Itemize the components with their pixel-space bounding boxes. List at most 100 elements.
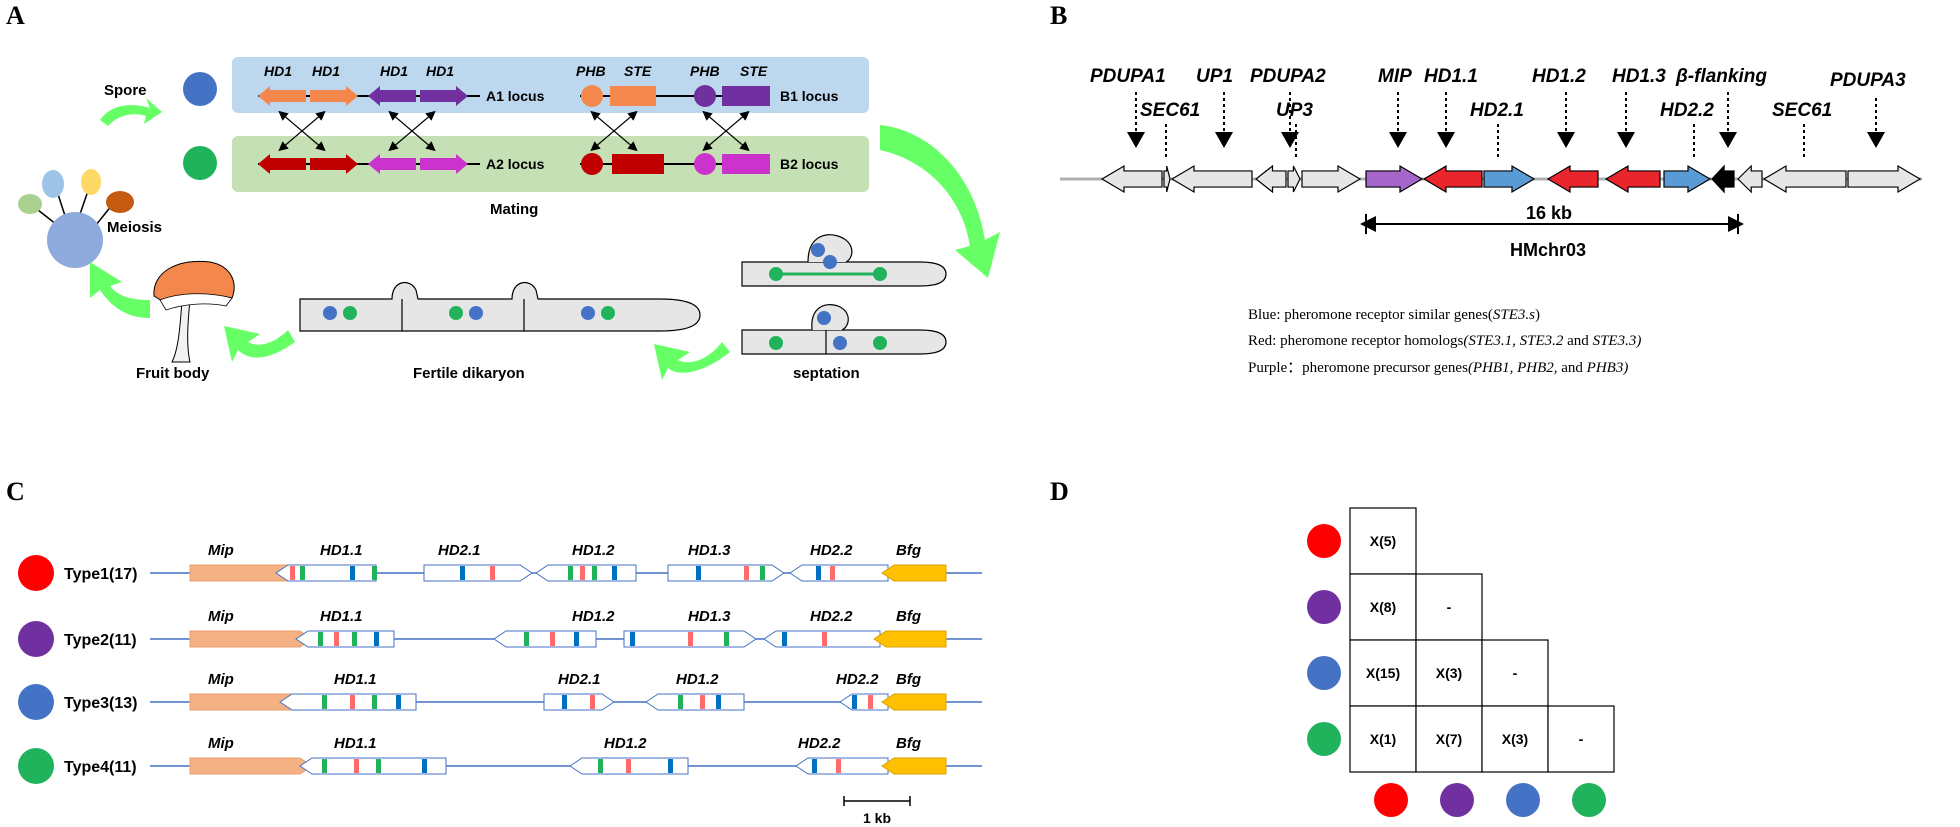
mating-to-septation-arrow (880, 125, 1000, 278)
gene-label-hd1-3: HD1.3 (1612, 66, 1666, 87)
type-label: Type2(11) (64, 632, 137, 649)
panel-label-d: D (1050, 477, 1069, 506)
spore-arrow (100, 98, 162, 126)
domain-stripe (374, 632, 379, 646)
gene-label: HD2.1 (558, 671, 601, 688)
domain-stripe (760, 566, 765, 580)
panel-d-compatibility-grid: X(5)X(8)-X(15)X(3)-X(1)X(7)X(3)- (1307, 507, 1615, 817)
gene-hd2-1 (1483, 164, 1536, 194)
gene-bfg (881, 564, 947, 582)
phb-label: PHB (690, 63, 720, 79)
domain-stripe (490, 566, 495, 580)
gene-homeodomain (645, 693, 745, 711)
domain-stripe (868, 695, 873, 709)
domain-stripe (350, 566, 355, 580)
grid-cell (1481, 705, 1549, 773)
gene-unnamed (1301, 164, 1362, 194)
grid-cell-value: X(5) (1370, 533, 1396, 549)
gene-label: HD2.2 (836, 671, 879, 688)
septation-label: septation (793, 365, 860, 382)
gene-homeodomain (493, 630, 597, 648)
grid-cell-value: X(3) (1436, 665, 1462, 681)
pointer-arrow-head (1127, 132, 1145, 148)
fruit-body-label: Fruit body (136, 365, 210, 382)
type-color-dot (18, 748, 54, 784)
legend-red: Red: pheromone receptor homologs(STE3.1,… (1248, 333, 1641, 349)
domain-stripe (396, 695, 401, 709)
dikaryon-to-fruit-arrow (224, 326, 295, 362)
scale-1kb-label: 1 kb (863, 810, 891, 826)
gene-label-up1: UP1 (1196, 66, 1233, 87)
phb-gene (581, 85, 603, 107)
phb-gene (694, 85, 716, 107)
gene-mip (189, 757, 313, 775)
gene-label: Bfg (896, 671, 921, 688)
spore-label: Spore (104, 82, 147, 99)
domain-stripe (290, 566, 295, 580)
gene-label-hd1-2: HD1.2 (1532, 66, 1586, 87)
grid-cell (1547, 705, 1615, 773)
domain-stripe (724, 632, 729, 646)
gene-bfg (873, 630, 947, 648)
b2-locus-label: B2 locus (780, 156, 839, 172)
gene-label: Bfg (896, 735, 921, 752)
gene-label: HD1.2 (572, 542, 615, 559)
hd1-gene (310, 154, 358, 174)
grid-cell-value: - (1579, 731, 1584, 747)
domain-stripe (460, 566, 465, 580)
hd1-label: HD1 (312, 63, 340, 79)
hd1-gene (310, 86, 358, 106)
domain-stripe (550, 632, 555, 646)
a2-locus-label: A2 locus (486, 156, 545, 172)
pointer-arrow-head (1867, 132, 1885, 148)
a1-locus-label: A1 locus (486, 88, 545, 104)
row-type-dot (1307, 590, 1341, 624)
mating-cross-arrows (278, 110, 750, 152)
pointer-arrow-head (1617, 132, 1635, 148)
gene-mip (189, 630, 313, 648)
gene-hd2-2 (1663, 164, 1712, 194)
gene-hd1-2 (1546, 164, 1599, 194)
grid-cell-value: X(15) (1366, 665, 1400, 681)
domain-stripe (812, 759, 817, 773)
grid-cell (1481, 639, 1549, 707)
domain-stripe (598, 759, 603, 773)
domain-stripe (782, 632, 787, 646)
spore-green (183, 146, 217, 180)
domain-stripe (568, 566, 573, 580)
legend-purple: Purple：pheromone precursor genes(PHB1, P… (1248, 360, 1628, 376)
grid-cell (1415, 639, 1483, 707)
pointer-arrow-head (1281, 132, 1299, 148)
gene-homeodomain (667, 564, 785, 582)
hd1-gene (368, 86, 416, 106)
hd1-gene (258, 154, 306, 174)
fruit-to-meiosis-arrow (90, 262, 150, 318)
type-label: Type4(11) (64, 759, 137, 776)
gene-up3 (1287, 165, 1301, 193)
domain-stripe (852, 695, 857, 709)
gene-label-sec61-left: SEC61 (1140, 100, 1200, 121)
gene-pdupa1 (1100, 164, 1163, 194)
domain-stripe (574, 632, 579, 646)
domain-stripe (816, 566, 821, 580)
domain-stripe (372, 695, 377, 709)
panel-label-b: B (1050, 1, 1067, 30)
panel-b-pointer-arrows (1127, 92, 1885, 160)
domain-stripe (830, 566, 835, 580)
gene-bfg (881, 757, 947, 775)
ste-label: STE (624, 63, 652, 79)
panel-b-gene-track (1100, 164, 1922, 194)
gene-label: Mip (208, 735, 234, 752)
domain-stripe (318, 632, 323, 646)
legend-blue: Blue: pheromone receptor similar genes(S… (1248, 307, 1540, 323)
row-type-dot (1307, 656, 1341, 690)
gene-hd1-1 (1422, 164, 1483, 194)
gene-label-beta-flanking: β-flanking (1675, 66, 1767, 87)
ste-gene (610, 86, 656, 106)
fruit-body-mushroom (153, 260, 235, 363)
pointer-arrow-head (1437, 132, 1455, 148)
gene-hd1-3 (1604, 164, 1661, 194)
